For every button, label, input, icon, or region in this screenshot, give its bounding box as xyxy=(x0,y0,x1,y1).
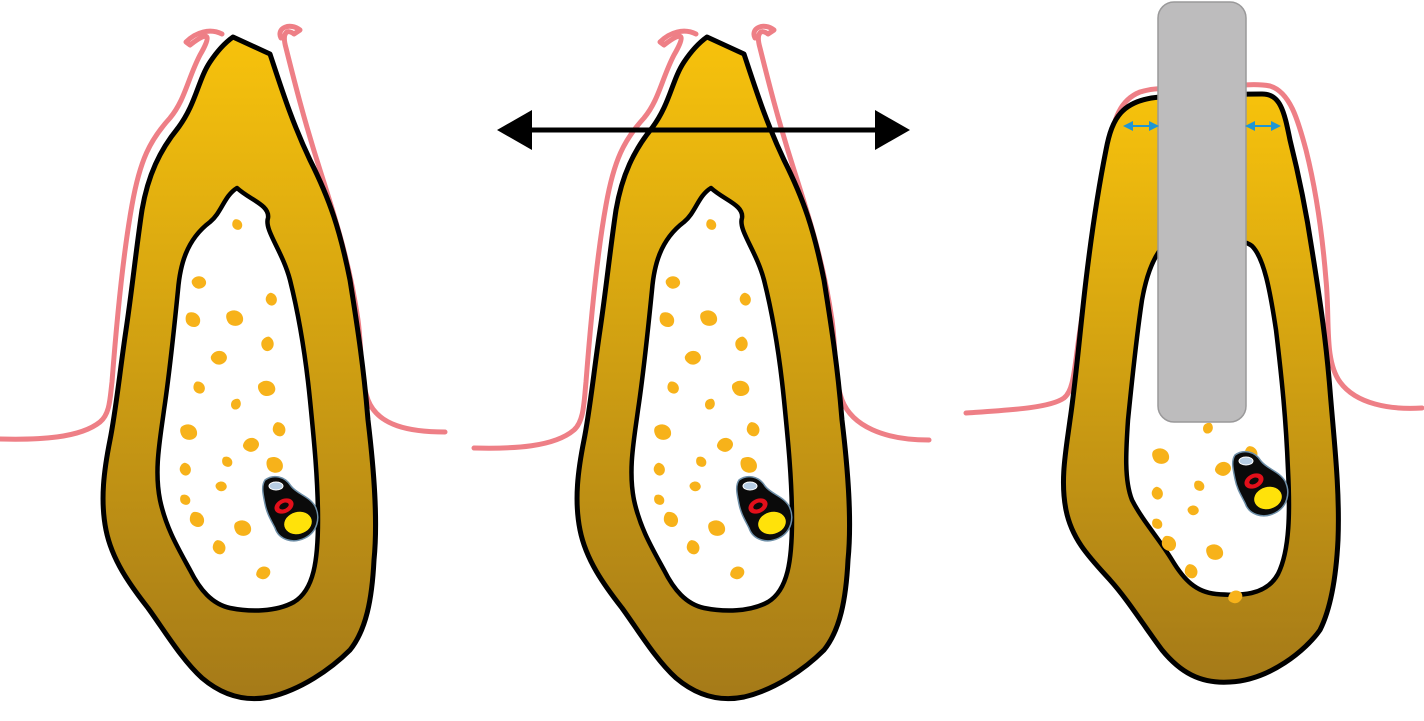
expansion-arrow xyxy=(497,110,910,150)
panel-ridge-implant xyxy=(963,1,1424,685)
arrow-right-icon xyxy=(875,110,910,150)
panel-ridge-expansion xyxy=(471,23,932,702)
dental-implant xyxy=(1157,1,1247,423)
panel-ridge-original xyxy=(0,23,448,702)
arrow-left-icon xyxy=(497,110,532,150)
